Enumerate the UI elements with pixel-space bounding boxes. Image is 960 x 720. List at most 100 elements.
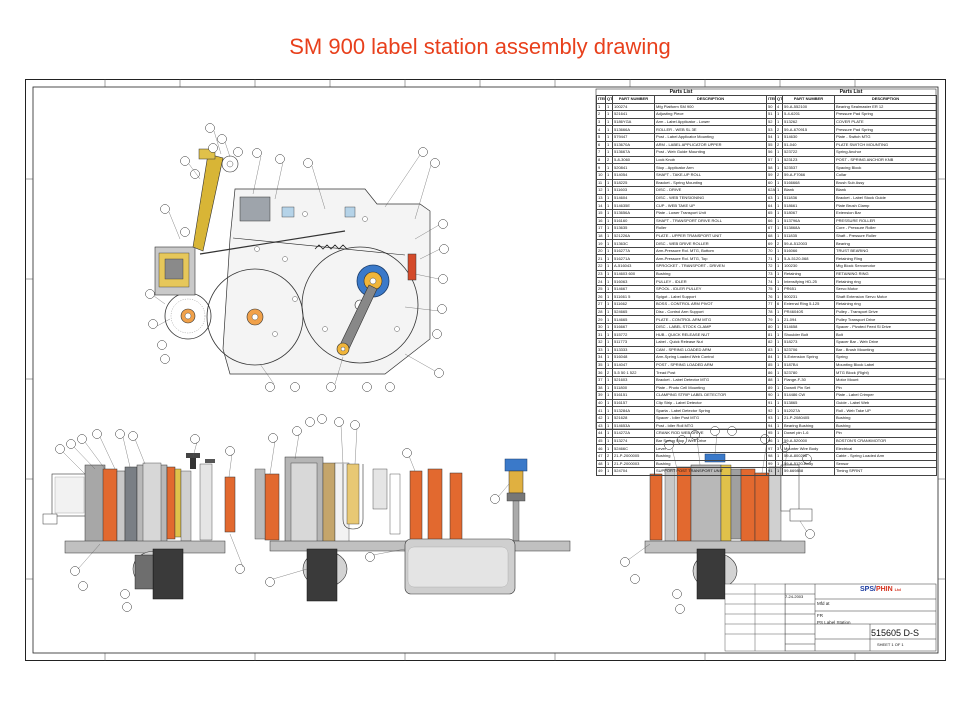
cell-item: 34 <box>596 353 606 362</box>
cell-qty: 1 <box>605 277 613 286</box>
cell-qty: 1 <box>605 193 613 203</box>
cell-part-number: A-516043 <box>612 262 655 271</box>
cell-qty: 1 <box>775 178 783 188</box>
cell-part-number: 5186YGA <box>612 117 655 127</box>
cell-item: 46 <box>596 444 606 453</box>
cell-part-number: 521628 <box>612 413 655 423</box>
cell-description: Sensor <box>834 459 937 469</box>
cell-item: 44 <box>596 429 606 438</box>
cell-qty: 1 <box>775 406 783 415</box>
cell-part-number: 511661 5 <box>612 292 655 302</box>
cell-description: Bushing <box>834 421 937 431</box>
cell-qty: 1 <box>605 292 613 302</box>
cell-part-number: 513666A <box>612 125 655 134</box>
cell-qty: 2 <box>605 451 613 461</box>
cell-item: 2 <box>596 110 606 119</box>
cell-part-number: 518273 <box>782 338 835 347</box>
cell-description: Plate Brush Clamp <box>834 201 937 210</box>
cell-qty: 1 <box>605 413 613 423</box>
cell-description: PRESSURE ROLLER <box>834 216 937 226</box>
cell-qty: 1 <box>775 262 783 271</box>
parts-list-header-row: ITEM QTY PART NUMBER DESCRIPTION <box>596 95 767 104</box>
cell-description: DISC - LABEL STOCK CLAMP <box>654 322 767 332</box>
cell-item: 80 <box>766 322 776 332</box>
cell-description: Retaining ring <box>834 300 937 309</box>
company-logo: SPS/PHIN Ltd <box>860 586 901 593</box>
cell-qty: 1 <box>775 284 783 294</box>
cell-item: 71 <box>766 254 776 264</box>
cell-qty: 1 <box>775 269 783 279</box>
cell-part-number: Downtl Pin Set <box>782 383 835 393</box>
cell-part-number: 513865 <box>782 398 835 408</box>
applicator-arm <box>192 153 224 252</box>
cell-qty: 1 <box>605 467 613 476</box>
cell-item: 60 <box>766 178 776 188</box>
cell-description: Spacer - Idler Post MTG <box>654 413 767 423</box>
cell-part-number: 512027A <box>782 406 835 415</box>
cell-part-number: 579447 <box>612 132 655 142</box>
cell-qty: 1 <box>775 201 783 210</box>
cell-part-number: 59-A-552100 <box>782 102 835 112</box>
sheet-number: SHEET 1 OF 1 <box>877 642 904 647</box>
cell-item: 81 <box>766 330 776 339</box>
cell-part-number: 59-A-670915 <box>782 125 835 134</box>
cell-description: SUPPORT POST TRANSPORT UNIT <box>654 467 767 476</box>
cell-item: 84 <box>766 353 776 362</box>
cell-description: Adjusting Piece <box>654 110 767 119</box>
cell-item: 58 <box>766 163 776 172</box>
cell-qty: 1 <box>775 292 783 302</box>
cell-item: 98 <box>766 451 776 461</box>
cell-description: BOSS - CONTROL ARM PIVOT <box>654 300 767 309</box>
cell-qty: 6 <box>775 300 783 309</box>
parts-list-header-right: Parts List <box>839 89 863 95</box>
cell-qty: 1 <box>605 170 613 180</box>
cell-description: Bolt <box>834 330 937 339</box>
cell-item: 29 <box>596 315 606 324</box>
cell-qty: 1 <box>605 269 613 279</box>
cell-description: Plate - Label Crimper <box>834 391 937 400</box>
cell-description: Pulley - Transport Drive <box>834 307 937 317</box>
cell-part-number: 516667 <box>612 322 655 332</box>
cell-item: 54 <box>766 132 776 142</box>
cell-part-number: 516063 <box>612 277 655 286</box>
cell-description: Clip Strip - Label Detector <box>654 398 767 408</box>
cell-part-number: 520841 <box>612 163 655 172</box>
cell-description: Post - Idler Roll MTG <box>654 421 767 431</box>
cell-item: 65 <box>766 208 776 218</box>
cell-part-number: 59-A-5120-Body <box>782 459 835 469</box>
cell-part-number: 514667 <box>612 284 655 294</box>
cell-qty: 1 <box>775 231 783 241</box>
cell-item: 28 <box>596 307 606 317</box>
cell-qty: 1 <box>775 155 783 165</box>
cell-part-number: 513656A <box>612 208 655 218</box>
cell-qty: 1 <box>775 315 783 324</box>
cell-description: POST - SPRING ANCHOR KNB <box>834 155 937 165</box>
col-qty: QTY <box>775 95 783 104</box>
cell-item: 85 <box>766 360 776 370</box>
cell-part-number: 513274 <box>612 436 655 446</box>
cell-item: 68 <box>766 231 776 241</box>
cell-item: 33 <box>596 345 606 355</box>
cell-description: ARM - LABEL APPLICATOR UPPER <box>654 140 767 150</box>
parts-list-header-left: Parts List <box>669 89 693 95</box>
cell-part-number: 511773 <box>612 338 655 347</box>
cell-part-number: PR46040S <box>782 307 835 317</box>
